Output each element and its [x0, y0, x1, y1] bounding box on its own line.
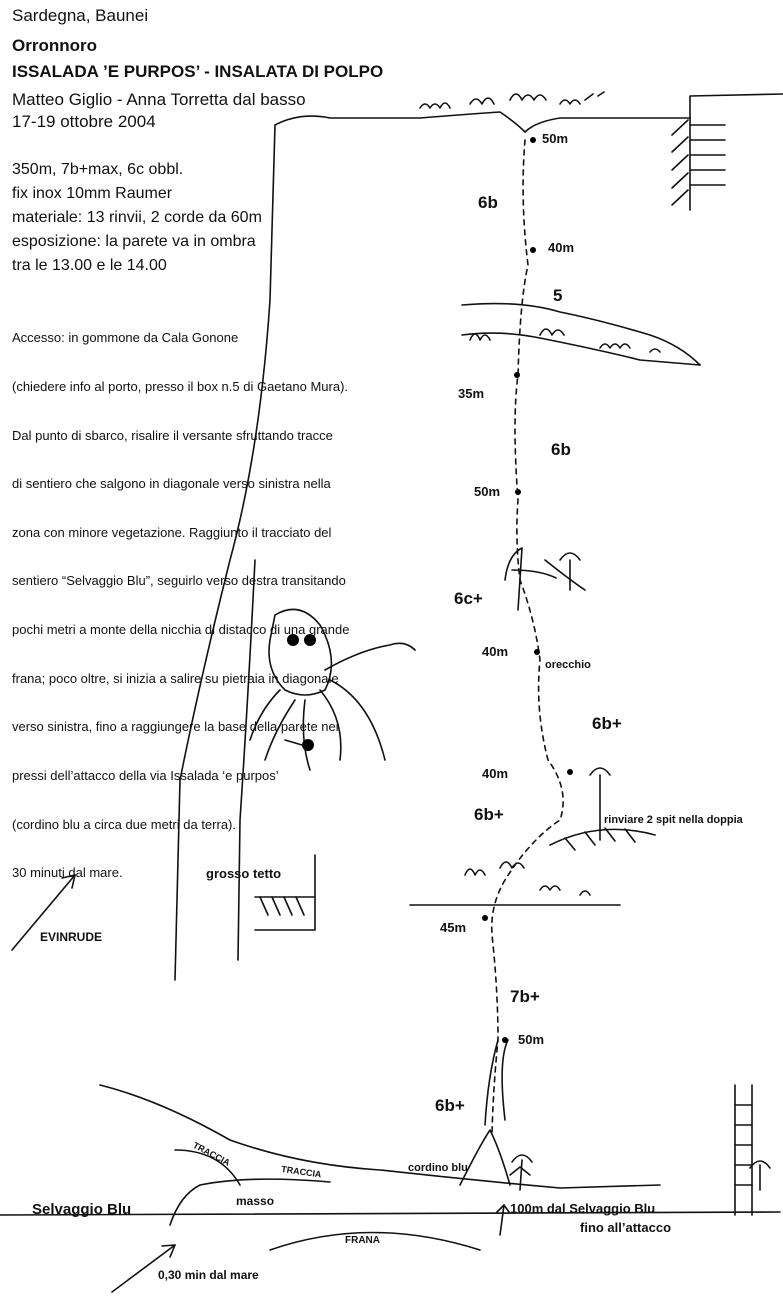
access-paragraph: Accesso: in gommone da Cala Gonone (chie… [12, 298, 349, 898]
right-bottom-tower [734, 1084, 753, 1216]
right-cliff-top [689, 93, 783, 119]
pitch-grade: 6b [551, 440, 571, 459]
belay-stations [482, 137, 573, 1043]
summit-vegetation [419, 91, 605, 109]
selvaggio-blu-path [169, 1178, 331, 1226]
attacco-arrow [496, 1204, 510, 1236]
spec-line: esposizione: la parete va in ombra [12, 233, 256, 250]
route-title: ISSALADA ’E PURPOS’ - INSALATA DI POLPO [12, 62, 384, 81]
pillar-base-triangle [459, 1129, 511, 1186]
rinviare-ledge [549, 828, 656, 846]
upper-ledge-bottom [461, 332, 701, 366]
pitch-length: 40m [482, 766, 509, 781]
masso-note: masso [236, 1194, 275, 1208]
evinrude-arrow [11, 874, 76, 951]
evinrude-label: EVINRUDE [40, 930, 103, 944]
pitch-length: 45m [440, 920, 467, 935]
spec-line: tra le 13.00 e le 14.00 [12, 257, 167, 274]
pitch-length: 40m [548, 240, 575, 255]
access-line: di sentiero che salgono in diagonale ver… [12, 476, 331, 492]
access-line: zona con minore vegetazione. Raggiunto i… [12, 524, 332, 540]
access-line: verso sinistra, fino a raggiungere la ba… [12, 719, 339, 735]
pitch-length: 40m [482, 644, 509, 659]
rinviare-ledge-hatch [564, 827, 636, 851]
region-label: Sardegna, Baunei [12, 6, 149, 25]
pitch-length: 50m [518, 1032, 545, 1047]
grosso-tetto-label: grosso tetto [206, 866, 282, 881]
access-line: (chiedere info al porto, presso il box n… [12, 379, 349, 395]
pitch-grade: 5 [553, 286, 563, 305]
dal-mare-arrow [111, 1244, 176, 1293]
frana-label: FRANA [345, 1235, 380, 1246]
spec-line: 350m, 7b+max, 6c obbl. [12, 161, 184, 178]
access-line: frana; poco oltre, si inizia a salire su… [12, 670, 339, 686]
base-slope [99, 1084, 661, 1189]
pitch-grade: 6b+ [435, 1096, 465, 1115]
pitch-grade: 6b [478, 193, 498, 212]
pitch-length: 50m [474, 484, 501, 499]
dal-selvaggio-label: 100m dal Selvaggio Blu [510, 1201, 656, 1216]
access-line: 30 minuti dal mare. [12, 865, 123, 881]
summit-ridge-line [274, 111, 691, 133]
base-ground [0, 1211, 781, 1216]
left-wall-edge [174, 124, 276, 981]
pitch-length: 35m [458, 386, 485, 401]
pitch-grade: 6b+ [592, 714, 622, 733]
pitch-length: 50m [542, 131, 569, 146]
orecchio-note: orecchio [545, 659, 591, 671]
frana-mound [269, 1231, 481, 1251]
pillar-6c [504, 547, 586, 611]
traccia-path [174, 1149, 241, 1186]
sector-title: Orronnoro [12, 36, 97, 55]
big-ledge-vegetation [464, 861, 591, 896]
spec-list: 350m, 7b+max, 6c obbl. fix inox 10mm Rau… [12, 158, 262, 278]
grosso-tetto-roof [254, 854, 316, 931]
ledge-vegetation [469, 328, 661, 353]
tree-right [749, 1160, 771, 1191]
dal-mare-label: 0,30 min dal mare [158, 1268, 259, 1282]
pitch-grade: 6b+ [474, 805, 504, 824]
access-line: pochi metri a monte della nicchia di dis… [12, 622, 350, 638]
access-line: sentiero “Selvaggio Blu”, seguirlo verso… [12, 573, 346, 589]
authors-line: Matteo Giglio - Anna Torretta dal basso [12, 90, 306, 109]
cordino-note: cordino blu [408, 1162, 468, 1174]
pitch-grade: 6c+ [454, 589, 483, 608]
access-line: Dal punto di sbarco, risalire il versant… [12, 427, 333, 443]
spec-line: materiale: 13 rinvii, 2 corde da 60m [12, 209, 262, 226]
left-wall-inner-edge [237, 559, 256, 961]
access-line: Accesso: in gommone da Cala Gonone [12, 330, 239, 346]
route-line [490, 139, 564, 1136]
fino-attacco-label: fino all’attacco [580, 1220, 672, 1235]
upper-ledge [461, 302, 701, 366]
rinviare-note: rinviare 2 spit nella doppia [604, 814, 743, 826]
octopus-drawing [249, 608, 416, 771]
access-line: pressi dell’attacco della via Issalada ‘… [12, 767, 279, 783]
access-line: (cordino blu a circa due metri da terra)… [12, 816, 236, 832]
spec-line: fix inox 10mm Raumer [12, 185, 173, 202]
lower-pillar [484, 1039, 509, 1126]
date-line: 17-19 ottobre 2004 [12, 112, 156, 131]
tree-base [509, 1154, 533, 1191]
tree-40m [589, 767, 611, 841]
pitch-grade: 7b+ [510, 987, 540, 1006]
right-wall-hatch [671, 117, 726, 211]
grosso-tetto-hatch [259, 896, 305, 916]
selvaggio-blu-label: Selvaggio Blu [32, 1201, 132, 1218]
tree-6c [559, 552, 581, 591]
